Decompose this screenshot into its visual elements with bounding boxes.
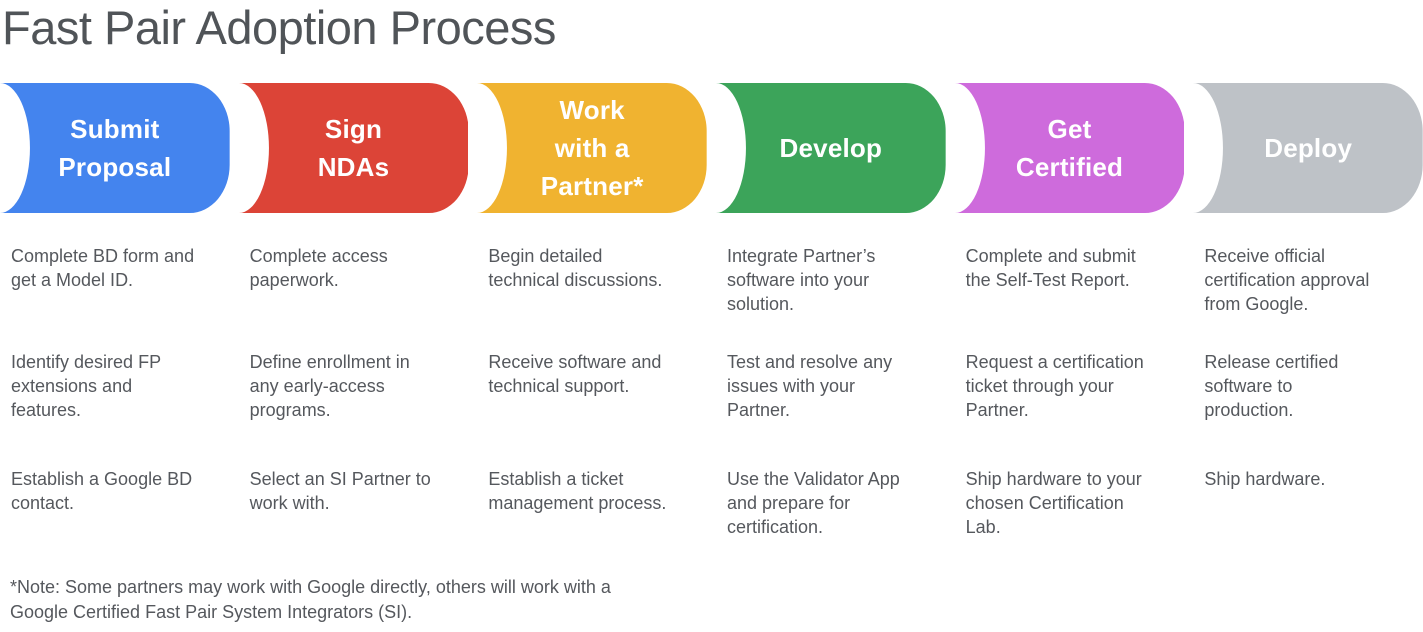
stage-label-line: Deploy	[1264, 133, 1353, 163]
stage-description: Establish a ticket management process.	[488, 469, 667, 513]
stage-description: Ship hardware to your chosen Certificati…	[965, 469, 1142, 537]
stage-column: Develop Integrate Partner’s software int…	[716, 83, 946, 553]
stage-description: Ship hardware.	[1204, 469, 1326, 489]
stage-arrow-shape	[477, 83, 707, 213]
stage-descriptions: Receive official certification approval …	[1193, 244, 1423, 553]
stage-description: Integrate Partner’s software into your s…	[727, 246, 876, 314]
stage-shape: Develop	[716, 83, 946, 213]
stage-descriptions: Complete and submit the Self-Test Report…	[955, 244, 1185, 553]
stage-descriptions: Complete BD form and get a Model ID. Iden…	[0, 244, 230, 553]
stage-label-line: NDAs	[317, 152, 390, 182]
stage-label: Work with a Partner*	[477, 83, 707, 213]
stage-column: Work with a Partner* Begin detailed techni…	[477, 83, 707, 553]
stage-label: Deploy	[1193, 83, 1423, 213]
page-title: Fast Pair Adoption Process	[2, 1, 556, 54]
stage-label-line: Proposal	[58, 152, 172, 182]
stage-label-line: Certified	[1015, 152, 1124, 182]
stage-description: Receive software and technical support.	[488, 352, 662, 396]
stage-description: Define enrollment in any early-access pr…	[249, 352, 410, 420]
stage-label-line: Work	[559, 95, 625, 125]
stage-arrow-shape	[1193, 83, 1423, 213]
stage-description: Release certified software to production…	[1204, 352, 1339, 420]
stage-description: Establish a Google BD contact.	[11, 469, 193, 513]
stage-descriptions: Integrate Partner’s software into your s…	[716, 244, 946, 553]
footnote: *Note: Some partners may work with Googl…	[10, 577, 611, 622]
stage-arrow-shape	[238, 83, 469, 213]
stage-arrow-shape	[0, 83, 230, 213]
stage-shape: Work with a Partner*	[477, 83, 707, 213]
stage-description: Request a certification ticket through y…	[965, 352, 1144, 420]
stage-label-line: Get	[1047, 114, 1092, 144]
stage-description: Identify desired FP extensions and featu…	[11, 352, 162, 420]
stage-arrow-shape	[954, 83, 1185, 213]
stage-label-line: Submit	[70, 114, 160, 144]
stage-label-line: with a	[554, 133, 630, 163]
stage-label: Develop	[716, 83, 946, 213]
stage-descriptions: Complete access paperwork. Define enrollm…	[239, 244, 469, 553]
stage-description: Receive official certification approval …	[1204, 246, 1370, 314]
stage-description: Complete and submit the Self-Test Report…	[965, 246, 1136, 290]
stage-description: Complete access paperwork.	[249, 246, 388, 290]
stage-description: Test and resolve any issues with your Pa…	[727, 352, 893, 420]
stage-label-line: Partner*	[540, 171, 644, 201]
stage-description: Complete BD form and get a Model ID.	[11, 246, 195, 290]
stage-arrow-shape	[716, 83, 946, 213]
stage-descriptions: Begin detailed technical discussions. Rec…	[477, 244, 707, 553]
stage-shape: Deploy	[1193, 83, 1423, 213]
stage-label-line: Sign	[324, 114, 383, 144]
stage-description: Begin detailed technical discussions.	[488, 246, 663, 290]
stage-label-line: Develop	[779, 133, 883, 163]
stage-column: Deploy Receive official certification ap…	[1193, 83, 1423, 553]
stage-description: Use the Validator App and prepare for ce…	[727, 469, 900, 537]
stage-description: Select an SI Partner to work with.	[249, 469, 431, 513]
